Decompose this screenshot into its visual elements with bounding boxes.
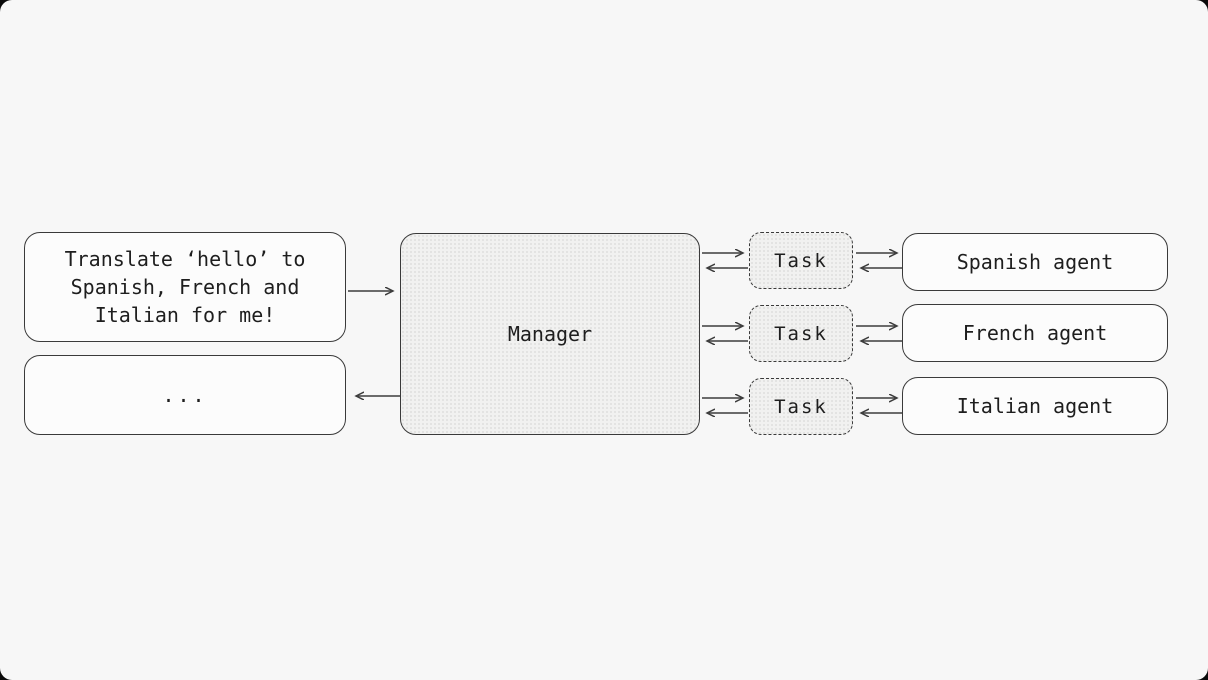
task-label-3: Task bbox=[774, 395, 828, 418]
response-placeholder-label: ... bbox=[162, 383, 208, 407]
manager-label: Manager bbox=[507, 322, 593, 346]
user-prompt-line-1: Translate ‘hello’ to bbox=[64, 247, 306, 271]
task-box-3: Task bbox=[749, 378, 853, 435]
task-box-2: Task bbox=[749, 305, 853, 362]
agent-box-spanish: Spanish agent bbox=[902, 233, 1168, 291]
task-box-1: Task bbox=[749, 232, 853, 289]
agent-label-french: French agent bbox=[962, 321, 1108, 345]
user-prompt-line-3: Italian for me! bbox=[94, 303, 276, 327]
agent-label-italian: Italian agent bbox=[956, 394, 1114, 418]
task-label-1: Task bbox=[774, 249, 828, 272]
agent-box-french: French agent bbox=[902, 304, 1168, 362]
user-prompt-line-2: Spanish, French and bbox=[70, 275, 300, 299]
user-prompt-box: Translate ‘hello’ to Spanish, French and… bbox=[24, 232, 346, 342]
agent-box-italian: Italian agent bbox=[902, 377, 1168, 435]
manager-box: Manager bbox=[400, 233, 700, 435]
response-placeholder-box: ... bbox=[24, 355, 346, 435]
task-label-2: Task bbox=[774, 322, 828, 345]
agent-label-spanish: Spanish agent bbox=[956, 250, 1114, 274]
